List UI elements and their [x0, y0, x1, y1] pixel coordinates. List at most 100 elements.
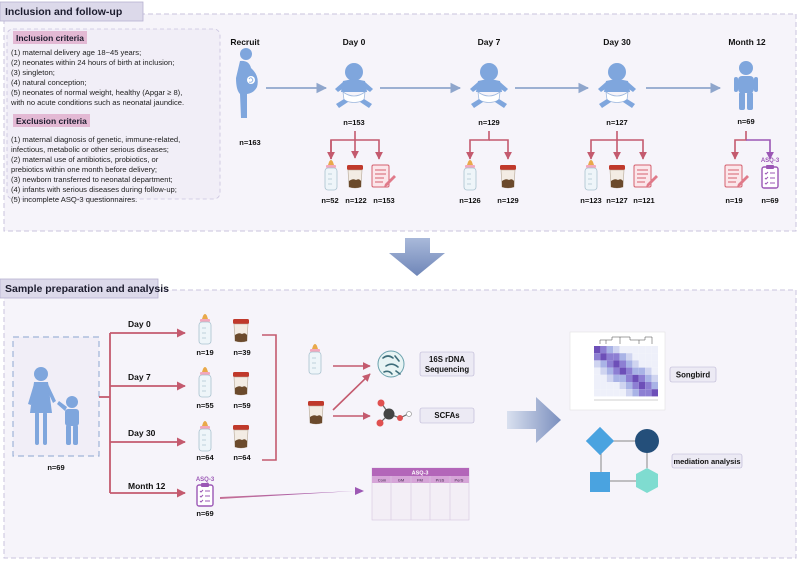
exclusion-item: (5) incomplete ASQ-3 questionnaires.	[11, 195, 137, 204]
inclusion-criteria-label-bg	[13, 31, 87, 44]
heatmap-cell	[613, 353, 620, 361]
month12-asq-n: n=69	[196, 509, 213, 518]
heatmap-cell	[626, 360, 633, 368]
stool-sample-icon	[608, 164, 626, 189]
bacteria-icon	[377, 350, 405, 378]
day30-form-n: n=121	[633, 196, 654, 205]
heatmap-cell	[619, 360, 626, 368]
day0-n: n=153	[343, 118, 364, 127]
exclusion-criteria-label-bg	[13, 114, 90, 127]
asq3-table-header: PrsS	[436, 478, 445, 483]
heatmap-cell	[606, 382, 614, 390]
timepoint-day30-label: Day 30	[603, 37, 631, 47]
section2-header	[0, 278, 159, 299]
exclusion-item: (3) newborn transferred to neonatal depa…	[11, 175, 173, 184]
day0-milk-n: n=52	[321, 196, 338, 205]
cohort-n: n=69	[47, 463, 64, 472]
heatmap-cell	[645, 353, 652, 361]
heatmap-cell	[613, 374, 620, 382]
asq3-table-header: Com	[378, 478, 387, 483]
to-results-arrow	[507, 397, 561, 443]
heatmap-cell	[626, 382, 633, 390]
timepoint-recruit-label: Recruit	[230, 37, 259, 47]
heatmap-cell	[632, 382, 639, 390]
heatmap-cell	[638, 360, 646, 368]
heatmap-cell	[606, 389, 614, 397]
heatmap-cell	[619, 353, 626, 361]
inclusion-item: with no acute conditions such as neonata…	[10, 98, 184, 107]
stool-sample-icon	[499, 164, 517, 189]
heatmap-cell	[619, 367, 626, 375]
criteria-box	[6, 28, 221, 200]
scfa-label: SCFAs	[434, 411, 460, 420]
stool-sample-icon	[232, 318, 250, 343]
heatmap-cell	[651, 346, 658, 354]
stool-sample-icon	[346, 164, 364, 189]
heatmap-cell	[638, 382, 646, 390]
heatmap-cell	[619, 382, 626, 390]
asq3-clipboard-icon	[761, 164, 779, 189]
heatmap-cell	[638, 346, 646, 354]
month12-n: n=69	[737, 117, 754, 126]
heatmap-cell	[600, 382, 607, 390]
recruit-n: n=163	[239, 138, 260, 147]
section1-header	[0, 1, 144, 22]
songbird-label: Songbird	[676, 371, 710, 380]
mother-icon	[28, 367, 56, 445]
heatmap-cell	[651, 374, 658, 382]
day7-milk-n: n=126	[459, 196, 480, 205]
day0-branches	[327, 131, 383, 160]
scfa-label-box	[419, 407, 475, 424]
heatmap-cell	[645, 367, 652, 375]
section2-title: Sample preparation and analysis	[5, 283, 169, 295]
heatmap-cell	[594, 353, 601, 361]
exclusion-item: (1) maternal diagnosis of genetic, immun…	[11, 135, 180, 144]
child-icon	[57, 396, 79, 445]
heatmap-cell	[645, 360, 652, 368]
heatmap-cell	[645, 346, 652, 354]
stool-to-seq-arrow	[332, 373, 371, 411]
heatmap-cell	[613, 346, 620, 354]
songbird-heatmap-thumbnail	[569, 331, 666, 411]
asq3-icon-label: ASQ-3	[761, 158, 780, 164]
heatmap-cell	[600, 360, 607, 368]
heatmap-cell	[638, 367, 646, 375]
heatmap-cell	[613, 367, 620, 375]
heatmap-cell	[619, 374, 626, 382]
asq-to-table-arrow	[220, 487, 364, 499]
row-day30-label: Day 30	[128, 428, 156, 438]
heatmap-cell	[594, 346, 601, 354]
heatmap-cell	[613, 382, 620, 390]
cohort-box	[12, 336, 100, 457]
day0-stool-n: n=39	[233, 348, 250, 357]
sample-bracket	[262, 334, 277, 461]
mediation-label: mediation analysis	[673, 457, 740, 466]
exclusion-item: (4) infants with serious diseases during…	[11, 185, 177, 194]
heatmap-cell	[600, 367, 607, 375]
heatmap-cell	[632, 353, 639, 361]
month12-branches	[731, 131, 774, 160]
month12-asq-n: n=69	[761, 196, 778, 205]
day7-stool-n: n=129	[497, 196, 518, 205]
mediation-label-box	[671, 453, 743, 469]
stool-sample-icon	[232, 371, 250, 396]
exclusion-criteria-title: Exclusion criteria	[16, 116, 87, 126]
inclusion-criteria-title: Inclusion criteria	[16, 33, 84, 43]
stool-sample-icon	[232, 424, 250, 449]
heatmap-cell	[651, 382, 658, 390]
timepoint-day0-label: Day 0	[343, 37, 366, 47]
heatmap-cell	[594, 374, 601, 382]
heatmap-cell	[594, 382, 601, 390]
asq3-table-header: FM	[417, 478, 423, 483]
day30-stool-n: n=127	[606, 196, 627, 205]
heatmap-cell	[638, 389, 646, 397]
heatmap-cell	[606, 360, 614, 368]
row-day0-label: Day 0	[128, 319, 151, 329]
heatmap-cell	[645, 382, 652, 390]
heatmap-cell	[645, 374, 652, 382]
exclusion-item: infectious, metabolic or other serious d…	[11, 145, 169, 154]
heatmap-cell	[638, 353, 646, 361]
heatmap-cell	[626, 353, 633, 361]
section1-title: Inclusion and follow-up	[5, 6, 122, 18]
songbird-label-box	[669, 366, 717, 383]
